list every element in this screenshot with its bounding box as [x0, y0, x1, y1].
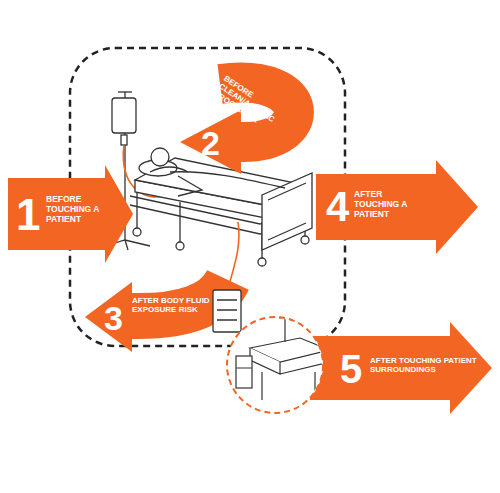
moment-number: 3 — [104, 301, 123, 335]
arrow-outline — [8, 165, 133, 263]
arrow-outline — [310, 322, 492, 414]
hospital-bed — [130, 158, 312, 266]
arrow-outline — [180, 110, 241, 174]
moment-arrow: 1BEFORE TOUCHING A PATIENT — [8, 165, 133, 263]
moment-label: BEFORE TOUCHING A PATIENT — [46, 195, 104, 224]
arrow-outline — [85, 282, 132, 352]
moment-arrow: 4AFTER TOUCHING A PATIENT — [316, 160, 478, 254]
moment-label: AFTER BODY FLUID EXPOSURE RISK — [132, 296, 216, 314]
arrow-outline — [130, 280, 228, 316]
moment-label: AFTER TOUCHING A PATIENT — [354, 190, 426, 219]
moment-number: 1 — [16, 193, 40, 237]
drain-tube — [228, 222, 239, 290]
moment-arrow: 5 AFTER TOUCHING PATIENT SURROUNDINGS — [310, 322, 492, 414]
arrow-shape — [165, 62, 315, 174]
moment-number: 5 — [340, 349, 362, 389]
arrow-outline — [316, 160, 478, 254]
moment-number: 4 — [326, 186, 349, 228]
moment-number: 2 — [201, 126, 220, 160]
moment-arrow: 2BEFORE CLEAN/ASEPTIC PROCEDURE — [165, 62, 315, 174]
moment-label: AFTER TOUCHING PATIENT SURROUNDINGS — [370, 356, 482, 374]
surroundings-zone — [227, 317, 323, 413]
moment-arrow: 3 AFTER BODY FLUID EXPOSURE RISK — [80, 268, 230, 353]
